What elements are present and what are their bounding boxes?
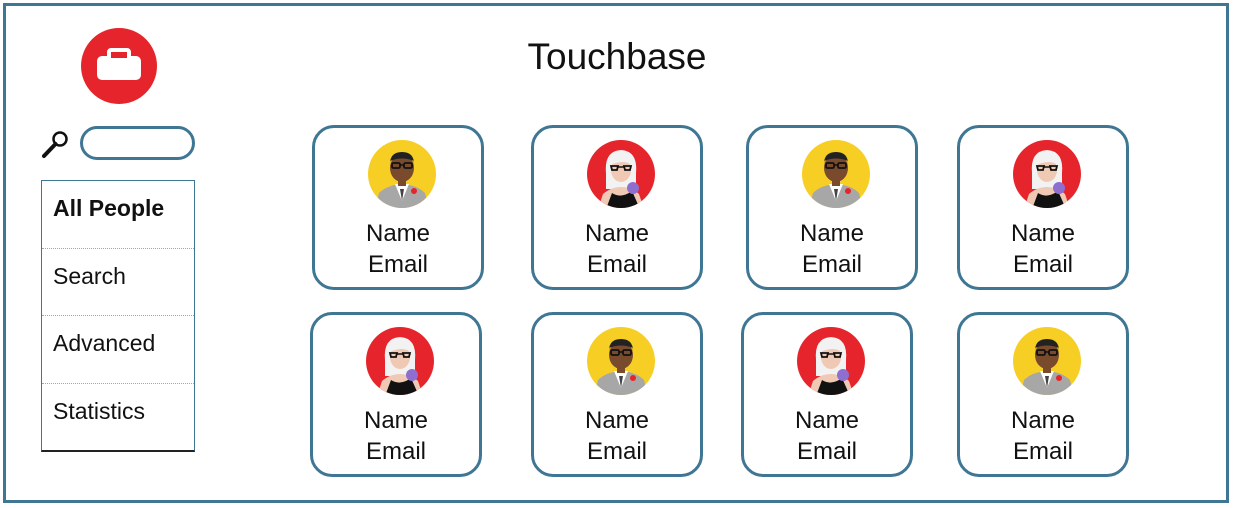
card-email: Email [367,251,428,278]
card-name: Name [1010,220,1076,247]
card-email: Email [365,438,426,465]
card-email: Email [1012,438,1073,465]
man-avatar-icon [1013,327,1081,395]
sidebar-item-label: Advanced [53,330,156,356]
sidebar-nav: All People Search Advanced Statistics [41,180,195,452]
app-frame [3,3,1229,503]
card-name: Name [799,220,865,247]
magnifier-icon[interactable] [40,128,72,160]
card-name: Name [584,220,650,247]
card-email: Email [796,438,857,465]
sidebar-item-search[interactable]: Search [42,249,194,316]
card-name: Name [363,407,429,434]
man-avatar-icon [368,140,436,208]
card-name: Name [794,407,860,434]
woman-avatar-icon [797,327,865,395]
man-avatar-icon [587,327,655,395]
sidebar-item-label: Search [53,262,126,289]
page-title: Touchbase [527,36,707,77]
woman-avatar-icon [366,327,434,395]
card-name: Name [1010,407,1076,434]
card-email: Email [586,251,647,278]
card-name: Name [365,220,431,247]
card-email: Email [1012,251,1073,278]
man-avatar-icon [802,140,870,208]
card-email: Email [586,438,647,465]
card-email: Email [801,251,862,278]
woman-avatar-icon [587,140,655,208]
card-name: Name [584,407,650,434]
couchbase-logo-icon[interactable] [80,27,158,105]
sidebar-item-label: Statistics [53,397,146,424]
woman-avatar-icon [1013,140,1081,208]
search-input[interactable] [80,126,195,160]
sidebar-item-statistics[interactable]: Statistics [42,384,194,452]
sidebar-item-advanced[interactable]: Advanced [42,316,194,384]
sidebar-item-all-people[interactable]: All People [42,181,194,249]
sidebar-item-label: All People [53,195,165,221]
